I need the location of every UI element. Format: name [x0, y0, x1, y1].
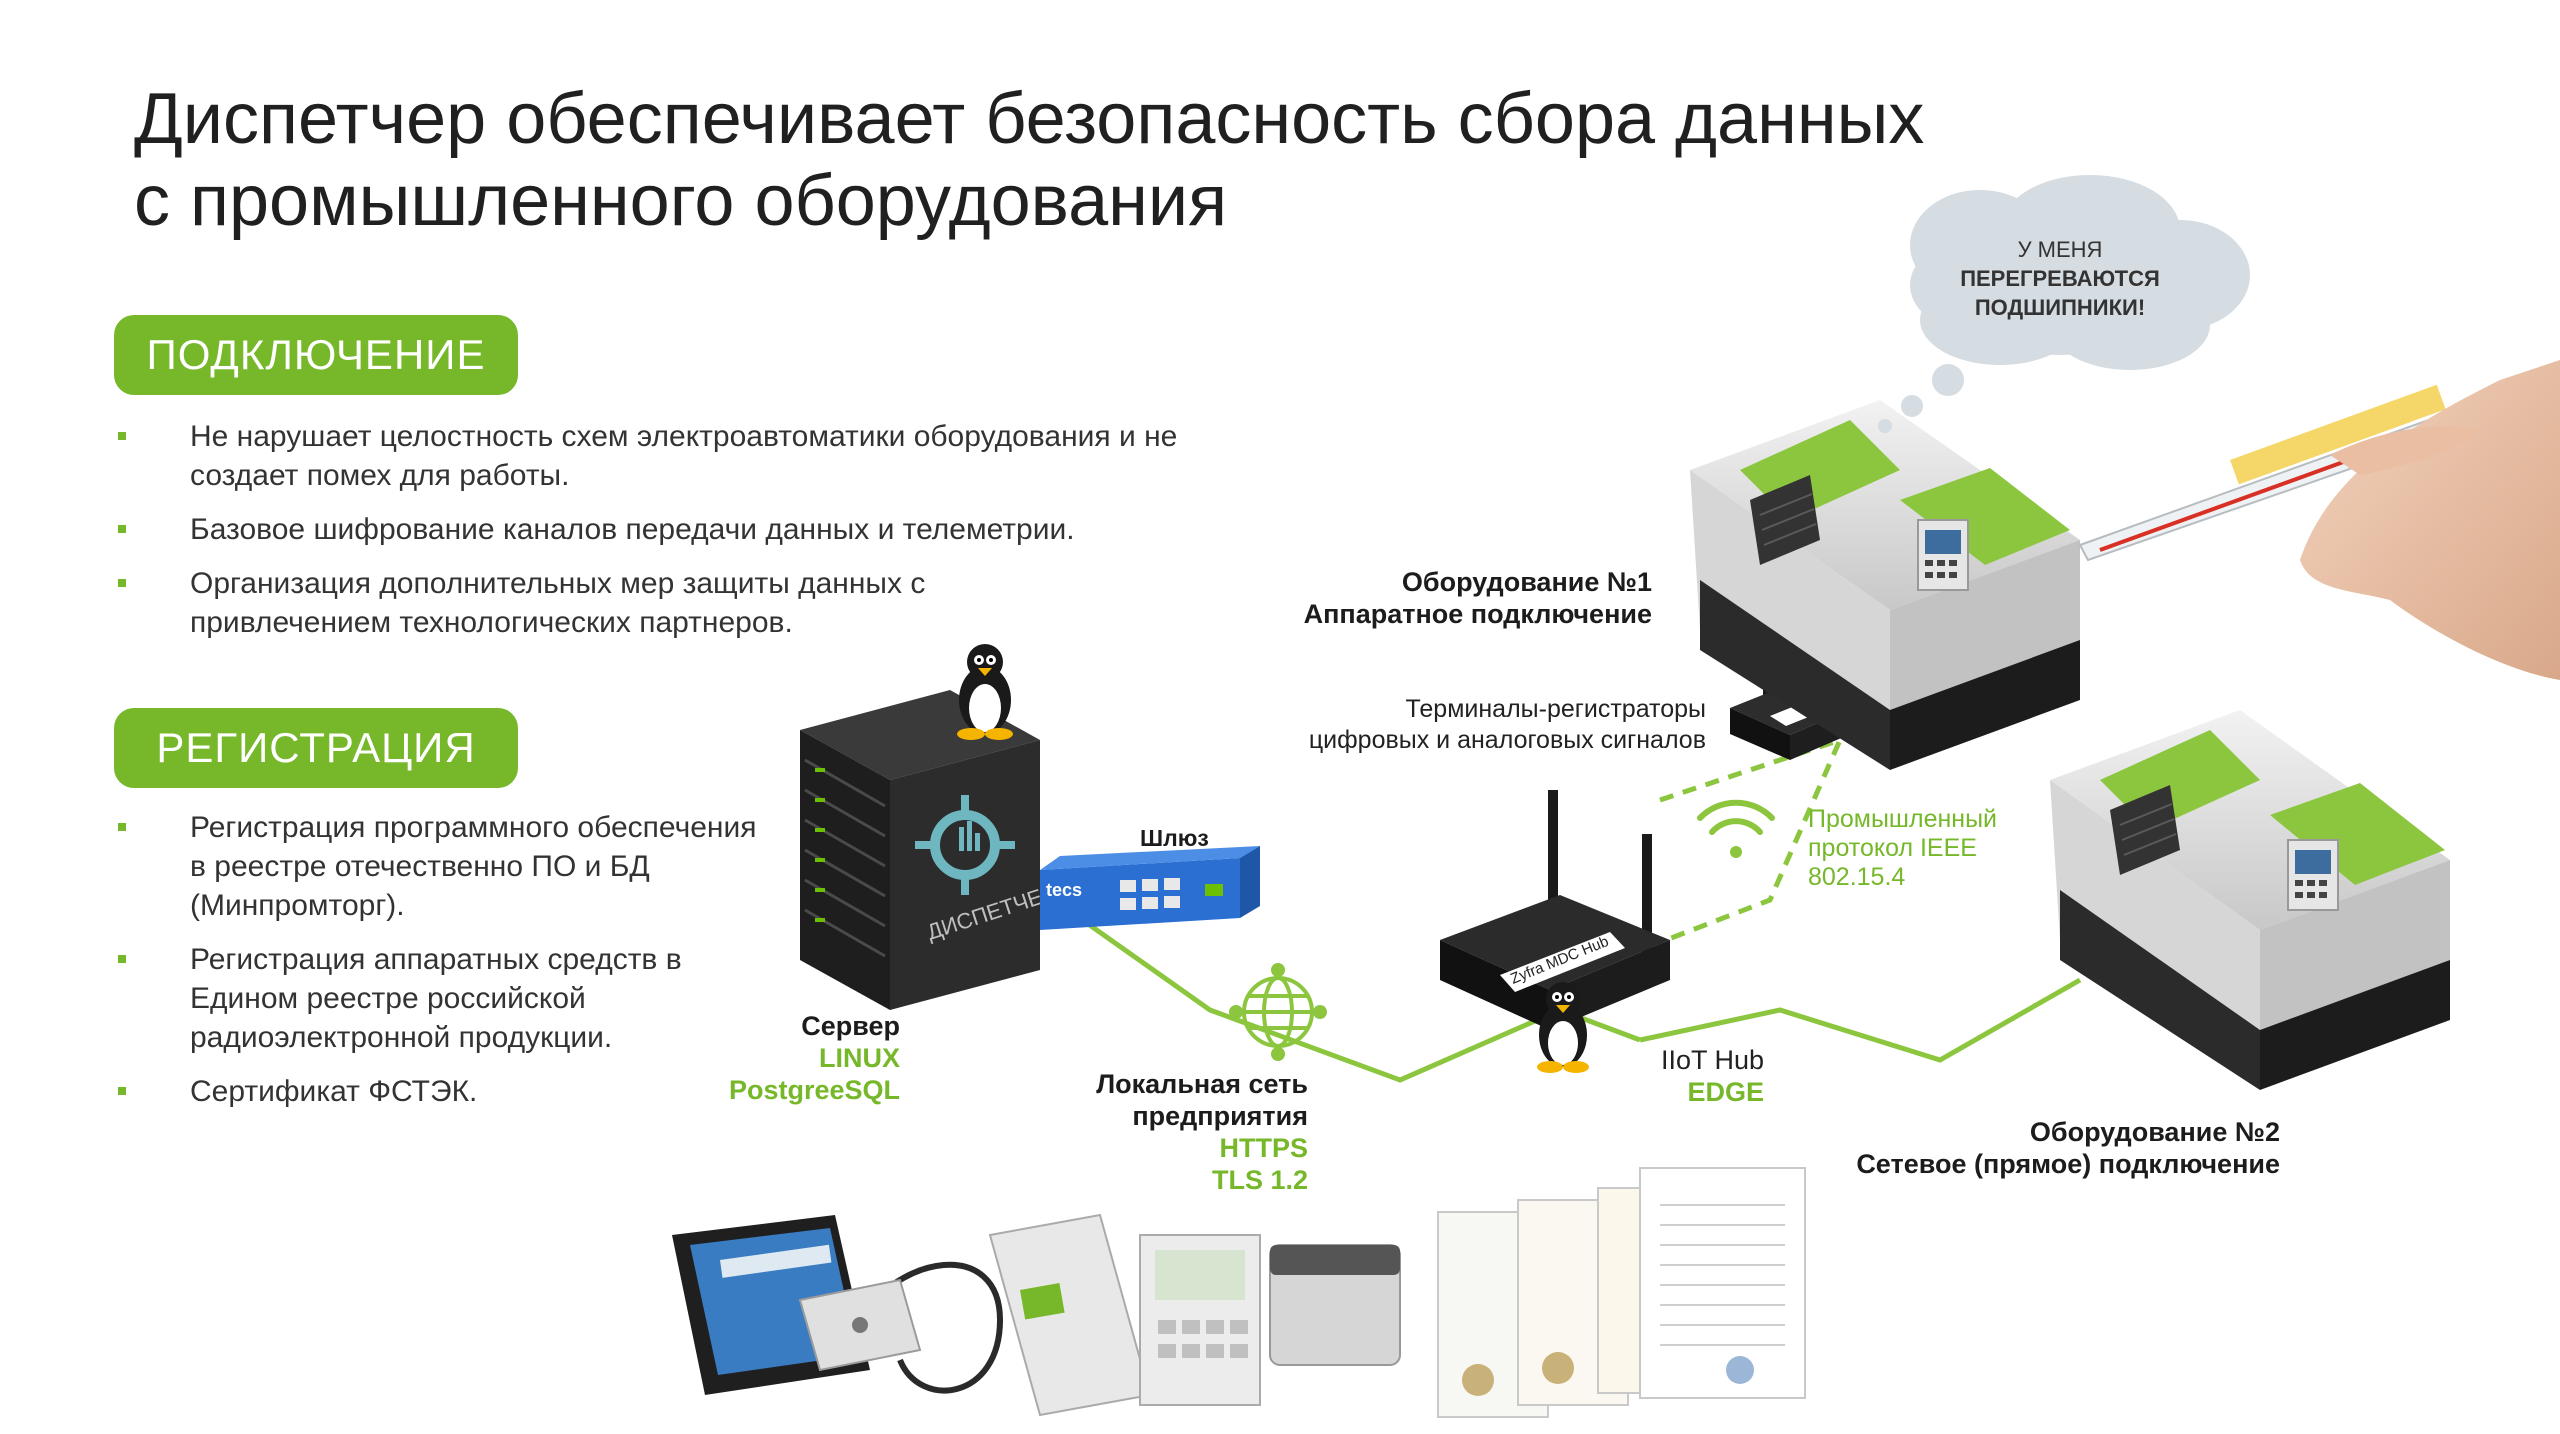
list-item: Регистрация программного обеспечения в р… [118, 808, 778, 925]
cloud-line-2: ПЕРЕГРЕВАЮТСЯ [1960, 266, 2160, 291]
terminals-line-2: цифровых и аналоговых сигналов [1308, 726, 1706, 754]
protocol-line-1: Промышленный [1808, 805, 1998, 833]
title-line-1: Диспетчер обеспечивает безопасность сбор… [134, 79, 1925, 159]
thought-cloud-icon [1878, 175, 2250, 433]
equipment-1-title: Оборудование №1 [1401, 567, 1652, 597]
list-item: Базовое шифрование каналов передачи данн… [118, 510, 1258, 549]
cloud-line-3: ПОДШИПНИКИ! [1974, 295, 2146, 320]
hub-line-1: IIoT Hub [1660, 1045, 1764, 1075]
dispatcher-logo-icon [915, 795, 1015, 895]
linux-penguin-icon-hub [1537, 982, 1589, 1073]
globe-icon [1229, 963, 1327, 1061]
bullet-square-icon [118, 579, 126, 587]
server-line-1: Сервер [801, 1011, 900, 1041]
lan-line-1: Локальная сеть [1096, 1069, 1308, 1099]
bullet-square-icon [118, 432, 126, 440]
protocol-label: Промышленный протокол IEEE 802.15.4 [1808, 805, 2068, 892]
hub-label: IIoT Hub EDGE [1600, 1044, 1764, 1108]
bullet-text: Регистрация программного обеспечения в р… [190, 811, 757, 922]
bullet-text: Организация дополнительных мер защиты да… [190, 567, 926, 639]
linux-penguin-icon [957, 644, 1013, 740]
equipment-2-label: Оборудование №2 Сетевое (прямое) подключ… [1760, 1116, 2280, 1180]
certificates-illustration [1437, 1167, 1806, 1418]
list-item: Сертификат ФСТЭК. [118, 1072, 778, 1111]
bullet-square-icon [118, 1087, 126, 1095]
list-item: Не нарушает целостность схем электроавто… [118, 417, 1258, 495]
title-line-2: с промышленного оборудования [134, 161, 1228, 241]
registration-bullet-list: Регистрация программного обеспечения в р… [118, 808, 778, 1126]
registration-pill: РЕГИСТРАЦИЯ [114, 708, 518, 788]
hub-line-2: EDGE [1687, 1077, 1764, 1107]
page-title: Диспетчер обеспечивает безопасность сбор… [134, 78, 2034, 242]
cnc-machine-2-illustration [2050, 710, 2450, 1090]
list-item: Регистрация аппаратных средств в Едином … [118, 940, 778, 1057]
server-rack-illustration: ДИСПЕТЧЕР [800, 690, 1060, 1010]
svg-text:tecs: tecs [1046, 880, 1082, 900]
connection-pill: ПОДКЛЮЧЕНИЕ [114, 315, 518, 395]
lan-line-4: TLS 1.2 [1211, 1165, 1308, 1195]
protocol-line-3: 802.15.4 [1808, 863, 1906, 891]
hardware-devices-illustration [672, 1213, 1401, 1417]
iiot-hub-router-illustration: Zyfra MDC Hub [1440, 790, 1670, 1030]
lan-label: Локальная сеть предприятия HTTPS TLS 1.2 [1050, 1068, 1308, 1196]
network-lines [1038, 887, 2082, 1083]
list-item: Организация дополнительных мер защиты да… [118, 564, 1258, 642]
equipment-1-label: Оборудование №1 Аппаратное подключение [1240, 566, 1652, 630]
equipment-1-subtitle: Аппаратное подключение [1303, 599, 1652, 629]
bullet-text: Не нарушает целостность схем электроавто… [190, 420, 1178, 492]
terminals-label: Терминалы-регистраторы цифровых и аналог… [1230, 694, 1706, 756]
thought-cloud-text: У МЕНЯ ПЕРЕГРЕВАЮТСЯ ПОДШИПНИКИ! [1945, 235, 2175, 322]
server-label: Сервер LINUX PostgreeSQL [700, 1010, 900, 1106]
wireless-link-line [1639, 735, 1845, 953]
bullet-text: Регистрация аппаратных средств в Едином … [190, 943, 682, 1054]
server-line-2: LINUX [819, 1043, 900, 1073]
thermometer-hand-illustration [2078, 360, 2560, 680]
bullet-square-icon [118, 525, 126, 533]
bullet-text: Базовое шифрование каналов передачи данн… [190, 513, 1075, 546]
lan-line-2: предприятия [1132, 1101, 1308, 1131]
wifi-icon [1697, 799, 1775, 858]
server-line-3: PostgreeSQL [728, 1075, 900, 1105]
cnc-machine-1-illustration [1690, 400, 2080, 770]
lan-line-3: HTTPS [1219, 1133, 1308, 1163]
bullet-square-icon [118, 955, 126, 963]
bullet-text: Сертификат ФСТЭК. [190, 1075, 478, 1108]
protocol-line-2: протокол IEEE [1808, 834, 1977, 862]
gateway-label: Шлюз [1140, 825, 1209, 851]
connection-bullet-list: Не нарушает целостность схем электроавто… [118, 417, 1258, 657]
terminals-line-1: Терминалы-регистраторы [1405, 695, 1706, 723]
cloud-line-1: У МЕНЯ [2017, 237, 2103, 262]
gateway-device-illustration: tecs [1040, 846, 1260, 930]
bullet-square-icon [118, 823, 126, 831]
equipment-2-subtitle: Сетевое (прямое) подключение [1856, 1149, 2280, 1179]
equipment-2-title: Оборудование №2 [2029, 1117, 2280, 1147]
